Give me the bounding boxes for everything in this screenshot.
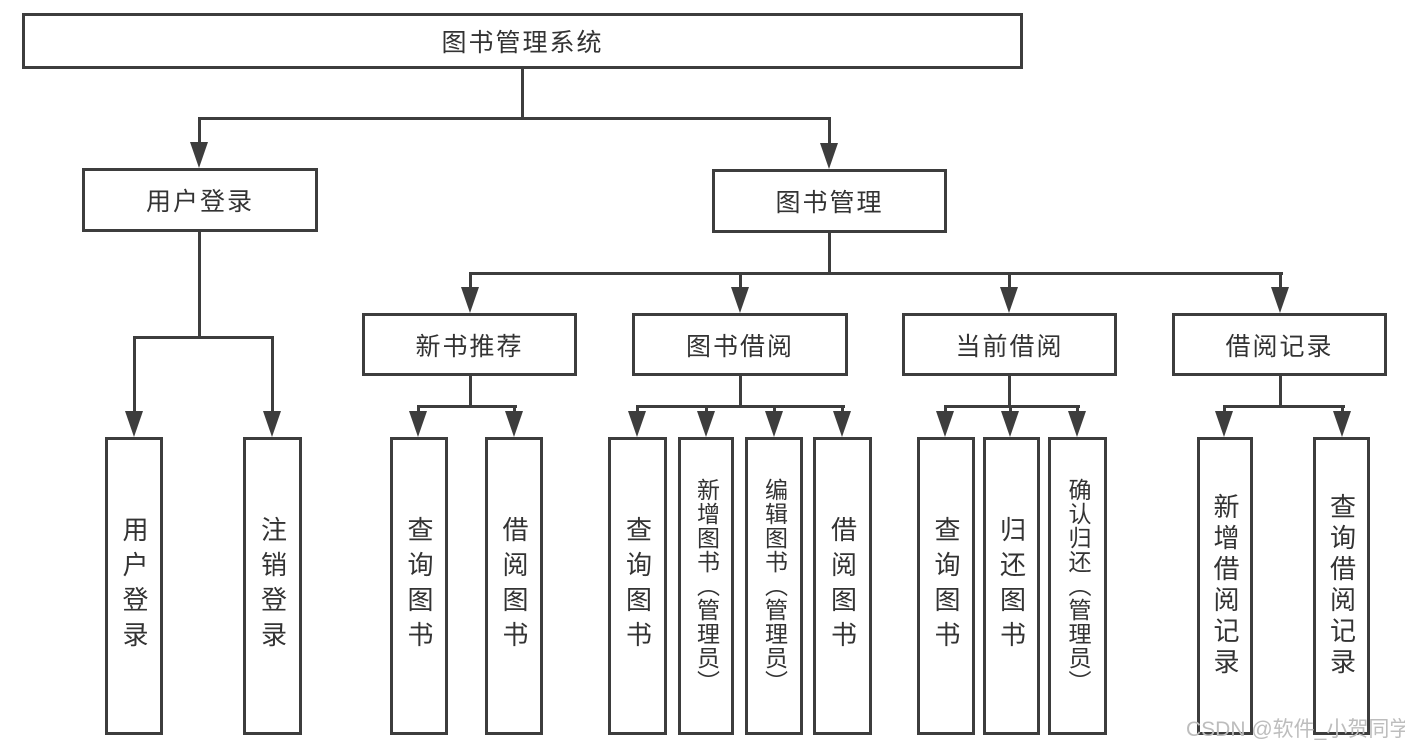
node-current-borrow-label: 当前借阅 xyxy=(955,332,1064,361)
node-book-management-label: 图书管理 xyxy=(775,189,884,217)
connector-line xyxy=(198,232,201,336)
arrow-down-icon xyxy=(820,143,838,169)
arrow-down-icon xyxy=(1001,411,1019,437)
connector-line xyxy=(1279,272,1282,289)
arrow-down-icon xyxy=(1333,411,1351,437)
leaf-add-book-admin-label: 新增图书（管理员） xyxy=(693,478,720,694)
node-borrow-record: 借阅记录 xyxy=(1172,313,1387,376)
arrow-down-icon xyxy=(765,411,783,437)
leaf-user-login: 用户登录 xyxy=(105,437,163,735)
leaf-query-borrow-record: 查询借阅记录 xyxy=(1313,437,1370,735)
connector-line xyxy=(417,405,420,413)
leaf-confirm-return-admin: 确认归还（管理员） xyxy=(1048,437,1107,735)
arrow-down-icon xyxy=(628,411,646,437)
connector-line xyxy=(417,405,517,408)
arrow-down-icon xyxy=(1215,411,1233,437)
leaf-borrow-book-recommend: 借阅图书 xyxy=(485,437,543,735)
connector-line xyxy=(636,405,845,408)
leaf-query-borrow-record-label: 查询借阅记录 xyxy=(1326,493,1357,679)
node-book-borrow: 图书借阅 xyxy=(632,313,848,376)
arrow-down-icon xyxy=(409,411,427,437)
connector-line xyxy=(1223,405,1226,413)
arrow-down-icon xyxy=(1068,411,1086,437)
connector-line xyxy=(133,336,136,413)
leaf-return-book-label: 归还图书 xyxy=(996,516,1027,656)
connector-line xyxy=(198,117,830,120)
connector-line xyxy=(1341,405,1344,413)
connector-line xyxy=(198,117,201,145)
leaf-query-book-recommend-label: 查询图书 xyxy=(404,516,434,656)
arrow-down-icon xyxy=(125,411,143,437)
leaf-borrow-book-recommend-label: 借阅图书 xyxy=(499,516,529,656)
connector-line xyxy=(271,336,274,413)
node-borrow-record-label: 借阅记录 xyxy=(1225,332,1334,361)
connector-line xyxy=(1076,405,1079,413)
connector-line xyxy=(1009,405,1012,413)
leaf-add-book-admin: 新增图书（管理员） xyxy=(678,437,734,735)
leaf-borrow-book: 借阅图书 xyxy=(813,437,872,735)
connector-line xyxy=(133,336,274,339)
leaf-edit-book-admin-label: 编辑图书（管理员） xyxy=(761,478,788,694)
csdn-watermark: CSDN @软件_小贺同学 xyxy=(1186,718,1405,741)
connector-line xyxy=(705,405,708,413)
leaf-query-book-borrow-label: 查询图书 xyxy=(622,516,653,656)
node-user-login-label: 用户登录 xyxy=(145,188,254,216)
leaf-add-borrow-record: 新增借阅记录 xyxy=(1197,437,1253,735)
arrow-down-icon xyxy=(190,142,208,168)
leaf-borrow-book-label: 借阅图书 xyxy=(827,516,858,656)
arrow-down-icon xyxy=(505,411,523,437)
connector-line xyxy=(944,405,947,413)
leaf-query-book-current-label: 查询图书 xyxy=(931,516,961,656)
connector-line xyxy=(828,233,831,274)
arrow-down-icon xyxy=(936,411,954,437)
connector-line xyxy=(739,272,742,289)
leaf-confirm-return-admin-label: 确认归还（管理员） xyxy=(1065,478,1091,694)
connector-line xyxy=(636,405,639,413)
connector-line xyxy=(469,272,1283,275)
arrow-down-icon xyxy=(1271,287,1289,313)
connector-line xyxy=(513,405,516,413)
node-current-borrow: 当前借阅 xyxy=(902,313,1117,376)
connector-line xyxy=(1223,405,1345,408)
node-root: 图书管理系统 xyxy=(22,13,1023,69)
leaf-return-book: 归还图书 xyxy=(983,437,1040,735)
connector-line xyxy=(773,405,776,413)
node-book-borrow-label: 图书借阅 xyxy=(685,332,794,361)
node-user-login: 用户登录 xyxy=(82,168,318,232)
node-new-book-recommend: 新书推荐 xyxy=(362,313,577,376)
arrow-down-icon xyxy=(697,411,715,437)
connector-line xyxy=(1279,376,1282,405)
connector-line xyxy=(841,405,844,413)
leaf-logout-label: 注销登录 xyxy=(257,516,288,656)
connector-line xyxy=(944,405,1080,408)
connector-line xyxy=(828,117,831,146)
leaf-edit-book-admin: 编辑图书（管理员） xyxy=(745,437,803,735)
connector-line xyxy=(1008,376,1011,405)
arrow-down-icon xyxy=(833,411,851,437)
node-root-label: 图书管理系统 xyxy=(441,29,604,57)
leaf-add-borrow-record-label: 新增借阅记录 xyxy=(1210,493,1240,679)
connector-line xyxy=(521,69,524,117)
node-book-management: 图书管理 xyxy=(712,169,947,233)
leaf-query-book-recommend: 查询图书 xyxy=(390,437,448,735)
leaf-user-login-label: 用户登录 xyxy=(119,516,149,656)
connector-line xyxy=(469,272,472,289)
connector-line xyxy=(469,376,472,405)
arrow-down-icon xyxy=(731,287,749,313)
connector-line xyxy=(1008,272,1011,289)
node-new-book-recommend-label: 新书推荐 xyxy=(415,332,524,361)
arrow-down-icon xyxy=(461,287,479,313)
leaf-logout: 注销登录 xyxy=(243,437,302,735)
leaf-query-book-borrow: 查询图书 xyxy=(608,437,667,735)
arrow-down-icon xyxy=(1000,287,1018,313)
arrow-down-icon xyxy=(263,411,281,437)
leaf-query-book-current: 查询图书 xyxy=(917,437,975,735)
connector-line xyxy=(739,376,742,405)
